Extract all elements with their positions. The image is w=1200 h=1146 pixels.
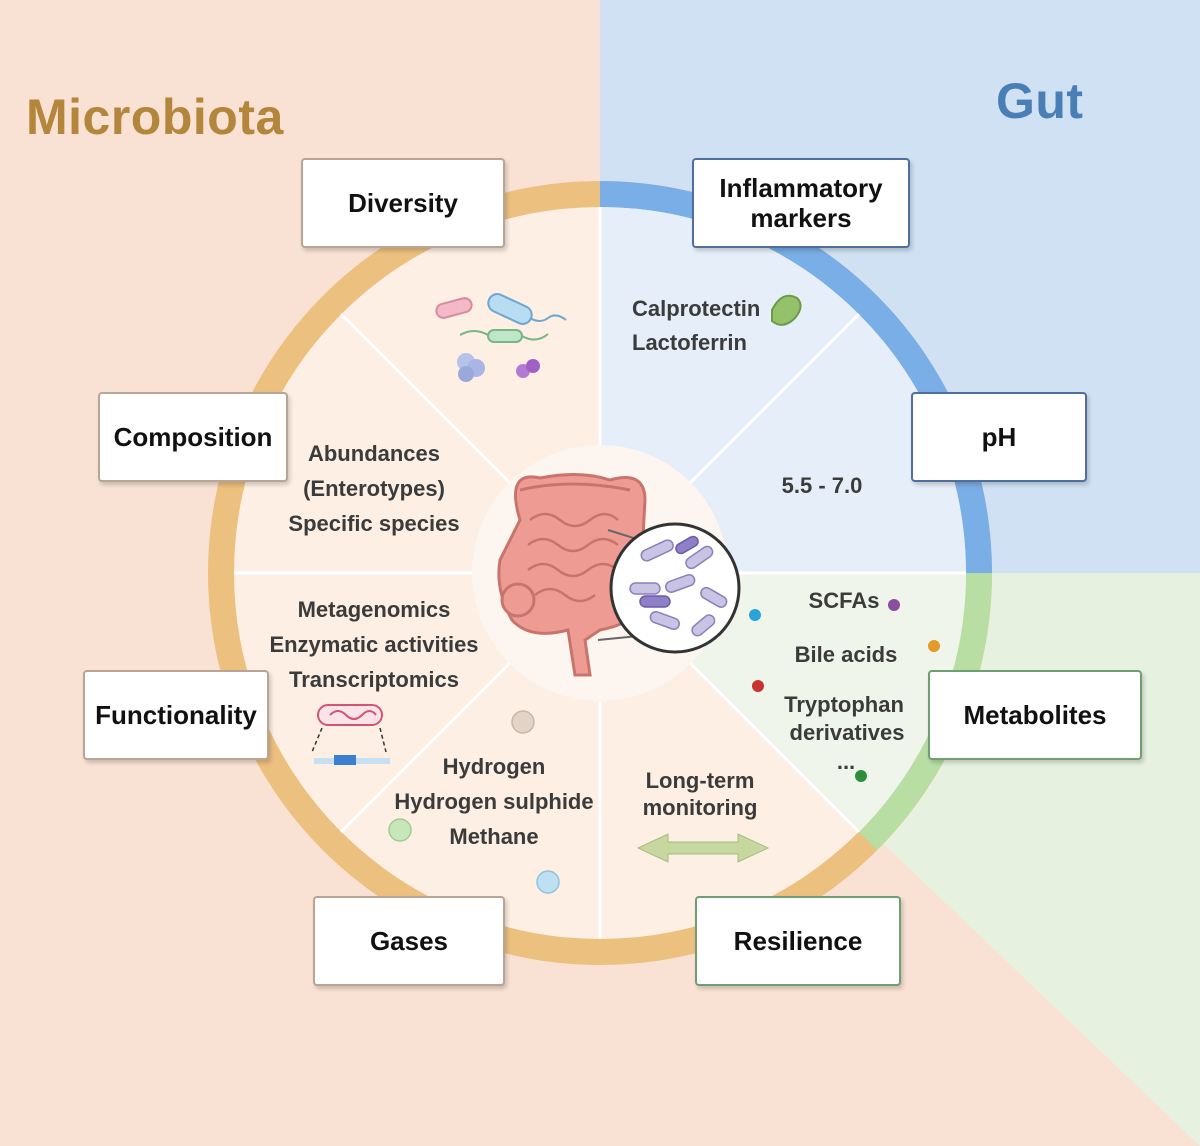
hydrogen-sulphide-label: Hydrogen sulphide: [394, 789, 594, 814]
inflammatory-markers-box: Inflammatory markers: [692, 158, 910, 248]
double-arrow-icon: [636, 833, 770, 863]
specific-species-label: Specific species: [288, 511, 460, 536]
gut-heading: Gut: [996, 73, 1084, 129]
metabolite-dot-icon: [749, 599, 940, 782]
microscope-view-icon: [597, 522, 741, 654]
gases-box: Gases: [313, 896, 505, 986]
derivatives-label: derivatives: [789, 720, 905, 745]
resilience-box: Resilience: [695, 896, 901, 986]
ellipsis-label: ...: [836, 749, 856, 774]
hydrogen-label: Hydrogen: [442, 754, 546, 779]
calprotectin-label: Calprotectin: [632, 296, 761, 321]
methane-label: Methane: [449, 824, 539, 849]
gene-sequencing-icon: [311, 704, 390, 765]
metabolites-box: Metabolites: [928, 670, 1142, 760]
enzymatic-activities-label: Enzymatic activities: [269, 632, 479, 657]
ph-range-label: 5.5 - 7.0: [781, 473, 863, 498]
bacteria-cluster-icon: [435, 293, 567, 382]
enterotypes-label: (Enterotypes): [303, 476, 445, 501]
functionality-box: Functionality: [83, 670, 269, 760]
transcriptomics-label: Transcriptomics: [289, 667, 459, 692]
metagenomics-label: Metagenomics: [297, 597, 451, 622]
gas-bubble-icon: [388, 710, 560, 894]
bacterium-icon: [771, 294, 802, 326]
intestine-icon: [497, 472, 647, 677]
diversity-box: Diversity: [301, 158, 505, 248]
microbiota-heading: Microbiota: [26, 89, 284, 145]
monitoring-label: monitoring: [642, 795, 758, 820]
tryptophan-label: Tryptophan: [784, 692, 904, 717]
ph-box: pH: [911, 392, 1087, 482]
bile-acids-label: Bile acids: [794, 642, 898, 667]
long-term-label: Long-term: [645, 768, 755, 793]
composition-box: Composition: [98, 392, 288, 482]
abundances-label: Abundances: [307, 441, 441, 466]
lactoferrin-label: Lactoferrin: [632, 330, 747, 355]
scfas-label: SCFAs: [808, 588, 880, 613]
